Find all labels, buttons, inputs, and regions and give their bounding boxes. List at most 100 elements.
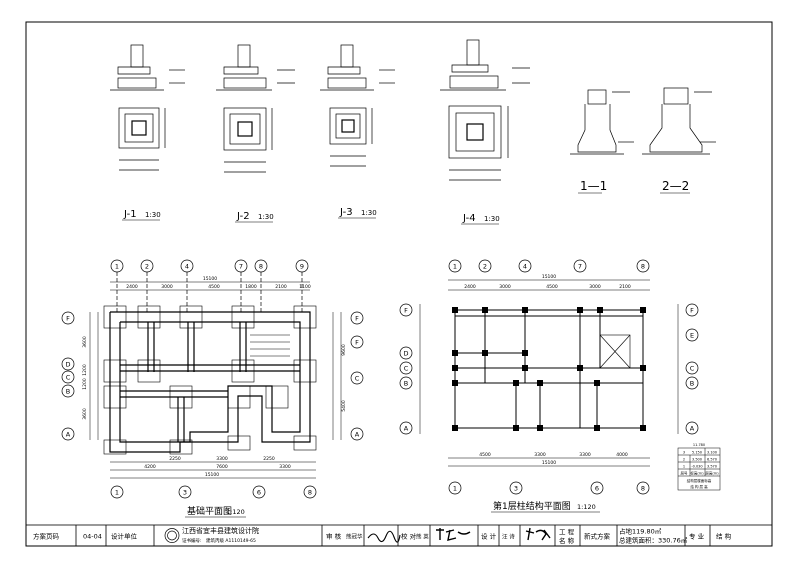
structure-axis-bottom-4: 8 (641, 485, 645, 493)
design-label: 设 计 (481, 532, 497, 541)
level-row3-c3: 3.570 (707, 465, 717, 469)
detail-j4 (440, 39, 530, 181)
project-name: 新式方案 (584, 532, 611, 541)
level-table-header: 11.780 (693, 443, 705, 447)
structure-axis-right-3: C (690, 365, 695, 373)
structure-axis-bottom-1: 1 (453, 485, 457, 493)
detail-scale-j2: 1:30 (258, 213, 274, 221)
project-name-label-1: 工 程 (559, 527, 575, 536)
section-1-1 (570, 89, 634, 155)
foundation-axis-right-1: F (355, 315, 359, 323)
designer-name: 汪 诗 (502, 533, 515, 541)
checker-name: 熊 英 (416, 533, 429, 541)
structure-axis-left-2: D (403, 350, 408, 358)
structure-axis-bottom-2: 3 (514, 485, 518, 493)
structure-axis-top-1: 1 (453, 263, 457, 271)
foundation-axis-left-4: B (66, 388, 70, 396)
foundation-axis-left-2: D (65, 361, 70, 369)
area-total: 总建筑面积：330.76㎡ (619, 536, 688, 545)
section-label-2: 2—2 (662, 179, 689, 193)
foundation-axis-left-3: C (66, 374, 71, 382)
structure-top-total: 15100 (542, 274, 556, 280)
foundation-bottom-dim-2: 7600 (216, 464, 228, 470)
foundation-top-dim-4: 1800 (245, 284, 257, 290)
detail-scale-j3: 1:30 (361, 209, 377, 217)
foundation-plan-scale: 1:120 (226, 508, 245, 516)
foundation-left-dim-4: 3600 (82, 408, 88, 420)
foundation-top-dim-3: 4500 (208, 284, 220, 290)
foundation-axis-left-5: A (66, 431, 71, 439)
structure-axis-top-3: 4 (523, 263, 527, 271)
level-table (677, 447, 721, 491)
foundation-bottom-total: 15100 (205, 472, 219, 478)
foundation-left-dim-1: 3600 (82, 336, 88, 348)
structure-bottom-total: 15100 (542, 460, 556, 466)
foundation-plan-title: 基础平面图 (187, 505, 232, 517)
structure-axis-bottom-3: 6 (595, 485, 599, 493)
design-unit-label: 设计单位 (111, 532, 138, 541)
structure-plan-title: 第1层柱结构平面图 (493, 500, 571, 512)
level-col-2: 标高(m) (690, 471, 704, 476)
detail-label-j4: J-4 (462, 213, 476, 224)
signature-designer (525, 527, 551, 541)
structure-axis-top-4: 7 (578, 263, 582, 271)
foundation-axis-top-5: 8 (259, 263, 263, 271)
foundation-axis-bottom-3: 6 (257, 489, 261, 497)
structure-top-dim-3: 4500 (546, 284, 558, 290)
foundation-bottom-dim-3: 3300 (279, 464, 291, 470)
structure-axis-top-5: 8 (641, 263, 645, 271)
foundation-footings (103, 305, 317, 455)
signature-reviewer (367, 530, 401, 543)
structure-axis-right-2: E (690, 332, 694, 340)
foundation-axis-top-2: 2 (145, 263, 149, 271)
project-page-value: 04-04 (83, 533, 102, 541)
foundation-bottom-dim-1: 4200 (144, 464, 156, 470)
structure-plan-scale: 1:120 (577, 503, 596, 511)
foundation-bottom-dim2-2: 3300 (216, 456, 228, 462)
level-footer-1: 结构层楼面标高 (687, 478, 712, 483)
detail-j2 (216, 44, 295, 173)
institute-name: 江西省宜丰县建筑设计院 (182, 526, 259, 535)
detail-j3 (320, 44, 395, 167)
foundation-axis-top-3: 4 (185, 263, 189, 271)
detail-scale-j4: 1:30 (484, 215, 500, 223)
structure-axis-right-1: F (690, 307, 694, 315)
project-name-label-2: 名 称 (559, 536, 575, 545)
foundation-axis-bottom-1: 1 (115, 489, 119, 497)
structure-axis-left-5: A (404, 425, 409, 433)
foundation-axis-left-1: F (66, 315, 70, 323)
foundation-axis-right-2: F (355, 339, 359, 347)
detail-scale-j1: 1:30 (145, 211, 161, 219)
foundation-left-dim-2: 1200 (82, 364, 88, 376)
level-col-1: 层号 (681, 471, 689, 476)
foundation-top-dim-1: 2400 (126, 284, 138, 290)
detail-label-j2: J-2 (236, 211, 250, 222)
cert-value: 建筑丙级 A1110149-65 (206, 537, 256, 544)
detail-label-j1: J-1 (123, 209, 137, 220)
structure-axis-top-2: 2 (483, 263, 487, 271)
structure-axis-left-4: B (404, 380, 408, 388)
level-row2-c1: 2 (683, 458, 685, 462)
foundation-plan (61, 259, 364, 499)
foundation-top-dim-2: 3000 (161, 284, 173, 290)
area-land: 占地119.80㎡ (619, 527, 662, 536)
foundation-axis-right-4: A (355, 431, 360, 439)
cert-label: 证书编号: (182, 537, 202, 544)
foundation-axis-top-1: 1 (115, 263, 119, 271)
review-label: 审 核 (326, 532, 342, 541)
structure-bottom-dim-4: 4000 (616, 452, 628, 458)
discipline-value: 结 构 (716, 532, 732, 541)
level-row1-c2: 5.150 (692, 451, 702, 455)
section-2-2 (642, 87, 716, 155)
level-row1-c1: 3 (683, 451, 685, 455)
structure-axis-left-3: C (404, 365, 409, 373)
structure-top-dim-5: 2100 (619, 284, 631, 290)
structure-bottom-dim-1: 4500 (479, 452, 491, 458)
foundation-bottom-dim2-1: 2250 (169, 456, 181, 462)
foundation-axis-top-4: 7 (239, 263, 243, 271)
structure-axis-right-4: B (690, 380, 694, 388)
foundation-top-total: 15100 (203, 276, 217, 282)
foundation-axis-top-6: 9 (300, 263, 304, 271)
foundation-axis-right-3: C (355, 375, 360, 383)
